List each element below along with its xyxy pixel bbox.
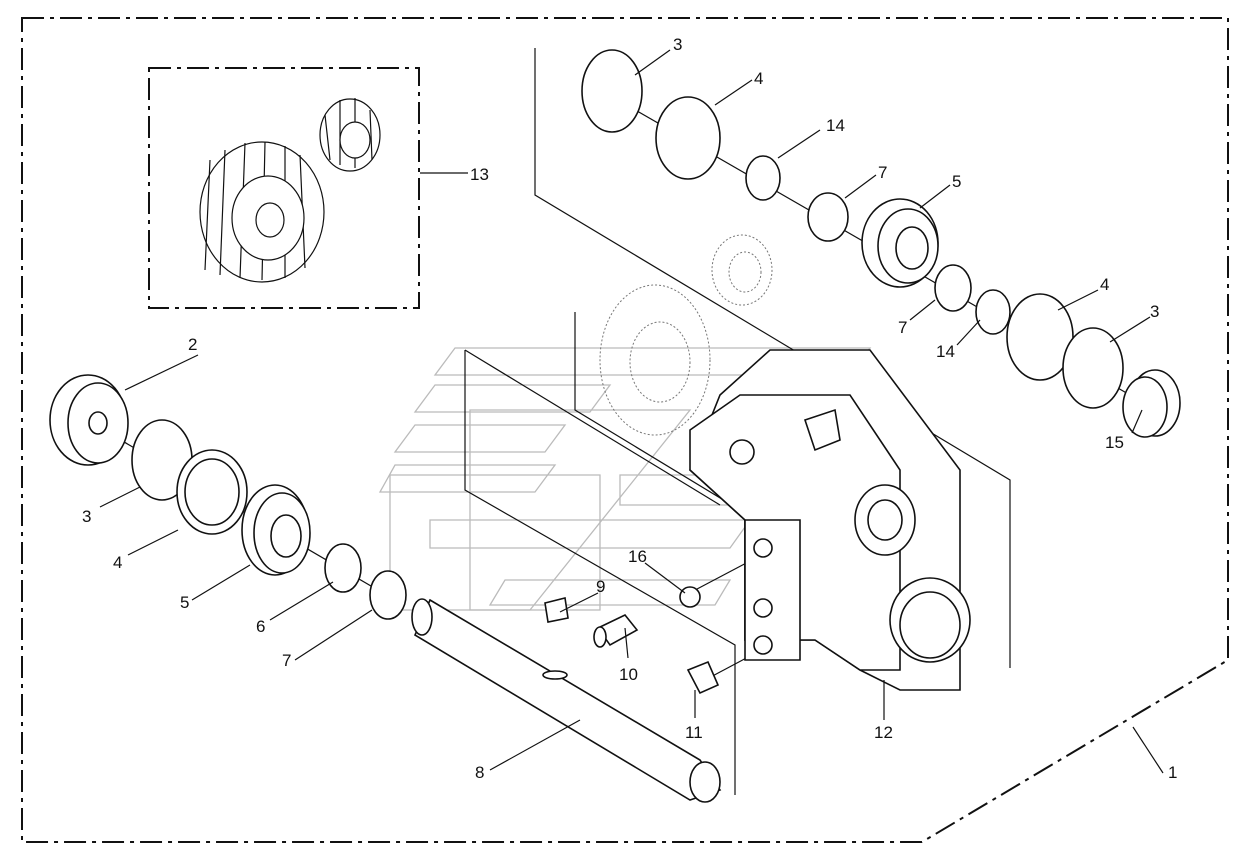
label-6: 6 <box>256 617 265 636</box>
label-12: 12 <box>874 723 893 742</box>
label-2: 2 <box>188 335 197 354</box>
label-14-top: 14 <box>826 116 845 135</box>
label-1: 1 <box>1168 763 1177 782</box>
leader-lines <box>99 49 1164 774</box>
label-16: 16 <box>628 547 647 566</box>
label-3-left: 3 <box>82 507 91 526</box>
label-8: 8 <box>475 763 484 782</box>
label-4-left: 4 <box>113 553 122 572</box>
label-14-right: 14 <box>936 342 955 361</box>
label-7-left: 7 <box>282 651 291 670</box>
gearbox-housing <box>689 349 971 691</box>
left-component-stack <box>49 374 407 620</box>
label-9: 9 <box>596 577 605 596</box>
fittings <box>544 586 720 695</box>
label-3-right: 3 <box>1150 302 1159 321</box>
label-7-top: 7 <box>878 163 887 182</box>
label-4-top: 4 <box>754 69 763 88</box>
input-shaft <box>411 598 722 803</box>
label-13: 13 <box>470 165 489 184</box>
item-labels: 1 2 3 3 3 4 4 4 5 5 6 7 7 7 8 9 10 11 12… <box>82 35 1177 782</box>
label-5-right: 5 <box>952 172 961 191</box>
right-component-stack <box>581 49 1181 438</box>
label-5-left: 5 <box>180 593 189 612</box>
installed-gears-ghost <box>599 234 773 436</box>
label-11: 11 <box>685 723 703 742</box>
label-15: 15 <box>1105 433 1124 452</box>
gear-set-boundary-13 <box>148 67 420 309</box>
label-4-right: 4 <box>1100 275 1109 294</box>
label-7-right: 7 <box>898 318 907 337</box>
bevel-gear-set <box>199 98 381 283</box>
label-10: 10 <box>619 665 638 684</box>
label-3-top: 3 <box>673 35 682 54</box>
assembly-boundary-1 <box>21 17 1229 843</box>
